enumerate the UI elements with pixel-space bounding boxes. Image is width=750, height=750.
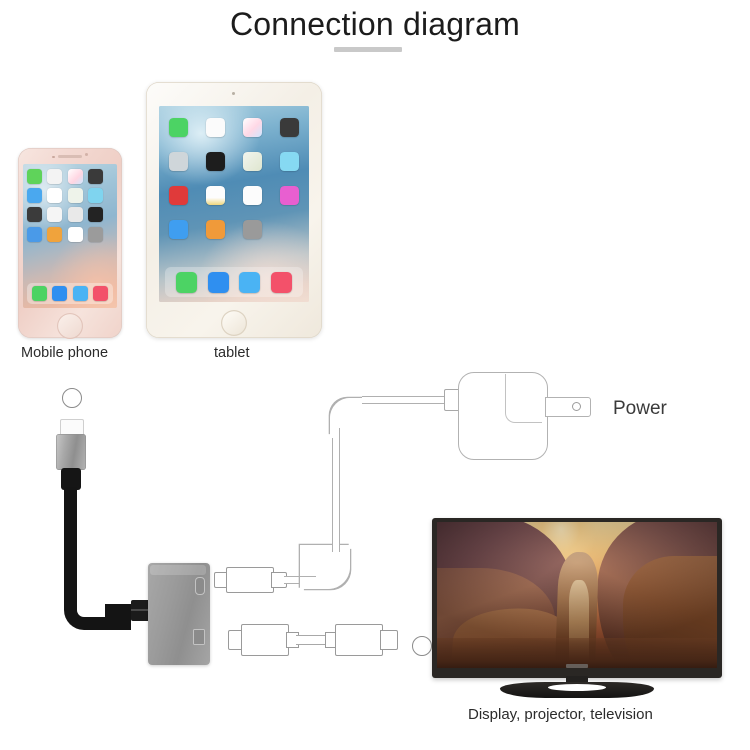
display-label: Display, projector, television [468,706,653,723]
television-stand-neck [566,676,588,686]
tablet-app-icon-photos [243,118,262,137]
tablet-app-icon-camera [280,118,299,137]
adapter-hdmi-port [193,629,205,645]
hdmi-cable-wire [296,635,326,645]
power-label: Power [613,398,667,419]
lightning-plug-body [56,434,86,470]
title-underline [334,47,402,52]
adapter-highlight [150,565,206,575]
phone-app-grid [27,169,113,242]
lightning-plug-strain-relief [61,468,81,490]
tablet-app-icon-facetime [169,118,188,137]
tablet-dock-icon-facetime [175,271,197,293]
phone-app-icon [88,169,104,184]
phone-dock [27,283,113,304]
canyon-vignette [437,522,717,668]
phone-earpiece [58,155,82,158]
phone-front-camera-icon [52,155,55,159]
tablet-app-icon-podcasts [280,186,299,205]
power-cable-upper-segment [362,396,450,404]
phone-dock-icon-messages-app [72,286,88,301]
phone-app-icon [67,226,83,242]
phone-app-icon [67,188,83,204]
mobile-phone-label: Mobile phone [21,345,109,361]
canyon-floor [437,638,717,668]
power-adapter-fold-line [505,374,542,423]
phone-app-icon [27,226,42,242]
phone-app-icon [47,188,63,204]
tv-hdmi-connection-point-icon [412,636,432,656]
power-cable-lower-bend [300,545,350,589]
phone-dock-icon-phone-app [32,286,48,301]
tablet-dock-icon-music [271,271,293,293]
power-adapter-prong-hole-icon [572,402,581,411]
tablet-app-icon-health [206,118,225,137]
phone-home-button [57,313,83,339]
tablet-front-camera-icon [232,92,236,96]
tablet-home-button [221,310,247,336]
tablet-app-icon-clock [206,152,225,171]
tablet-device [146,82,322,338]
lightning-cable-bend [64,575,131,630]
phone-app-icon [47,169,63,184]
mobile-phone-device [18,148,122,339]
phone-app-icon [88,188,104,204]
television-screen [437,522,717,668]
power-cable-vertical-segment [332,428,340,552]
tablet-app-grid [169,118,299,239]
tablet-app-icon-contacts [169,152,188,171]
phone-dock-icon-music-app [92,286,108,301]
page-title: Connection diagram [230,6,520,42]
phone-app-icon [27,169,42,184]
phone-screen [23,164,117,308]
tablet-screen [159,106,309,302]
phone-app-icon [47,226,63,242]
phone-app-icon [67,169,83,184]
power-cable-upper-bend [330,398,376,438]
phone-app-icon [67,207,83,223]
tablet-app-icon-settings [243,220,262,239]
tablet-app-icon-imovie [280,152,299,171]
adapter-lightning-charge-port [195,577,205,595]
tablet-app-icon-music-store [169,186,188,205]
tablet-dock-icon-messages [239,271,261,293]
tablet-app-icon-news [243,152,262,171]
hdmi-plug-right-body [335,624,383,656]
tablet-dock-icon-safari [207,271,229,293]
tablet-app-icon-appstore [169,220,188,239]
lightning-cable-hub-plug-seam [131,609,155,611]
phone-app-icon [47,207,63,223]
phone-app-icon [88,226,104,242]
television-brand-logo [566,664,588,668]
phone-app-icon [27,207,42,223]
tablet-app-icon-calendar [206,186,225,205]
hdmi-plug-right-tip [380,630,398,650]
tablet-dock [165,267,303,297]
hdmi-plug-left-body [241,624,289,656]
tablet-label: tablet [214,345,250,361]
power-lightning-plug-body [226,567,274,593]
phone-app-icon [27,188,42,204]
lightning-cable-vertical-segment [64,487,77,597]
tablet-app-icon-notes [243,186,262,205]
television-stand-cutout [548,684,606,691]
tablet-app-icon-itunes [206,220,225,239]
phone-tablet-connection-point-icon [62,388,82,408]
phone-dock-icon-safari-app [52,286,68,301]
phone-app-icon [88,207,104,223]
power-adapter-wall-prongs [545,397,591,417]
phone-sensor-icon [85,153,88,156]
